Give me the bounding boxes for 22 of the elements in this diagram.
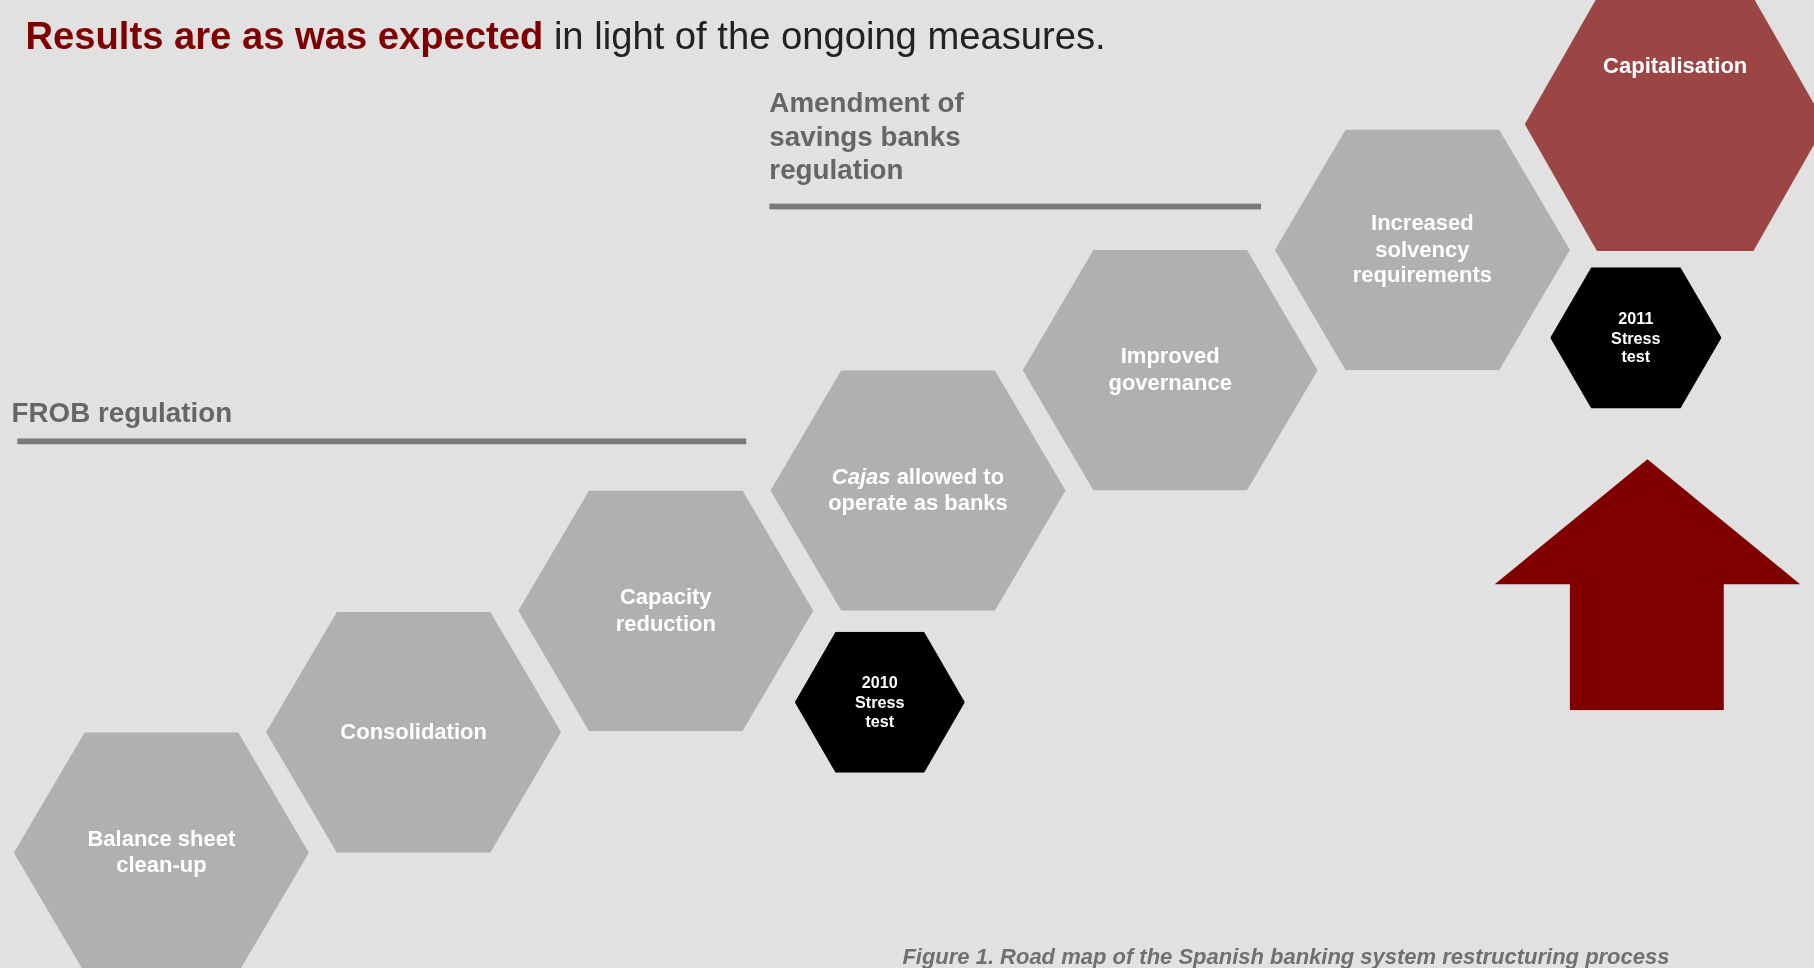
step-text: Cajas allowed to operate as banks: [827, 464, 1009, 517]
step-text: 2010 Stress test: [854, 673, 906, 732]
phase-label: Amendment of savings banks regulation: [769, 86, 965, 187]
hexagon-step: [266, 612, 562, 853]
step-text: Consolidation: [339, 719, 488, 746]
hexagon-step: [770, 370, 1066, 611]
hexagon-step: [1274, 129, 1570, 371]
phase-label: FROB regulation: [11, 396, 234, 431]
step-text: Capacity reduction: [614, 584, 717, 638]
hexagon-step: [1022, 249, 1318, 491]
hexagon-step: [1550, 267, 1722, 409]
hexagon-step: [518, 490, 814, 732]
step-text: 2011 Stress test: [1610, 308, 1662, 367]
figure-caption: Figure 1. Road map of the Spanish banking system restructuring process: [902, 944, 1670, 968]
step-text: Balance sheet clean-up: [86, 826, 237, 879]
step-text: Increased solvency requirements: [1351, 210, 1494, 290]
hexagon-step: [794, 631, 965, 773]
heading-text: Results are as was expected in light of the ongoing measures.: [25, 13, 1107, 58]
step-text: Capitalisation: [1602, 53, 1749, 80]
hexagon-step: [13, 732, 309, 968]
hexagon-step: [1524, 0, 1814, 252]
step-text: Improved governance: [1107, 343, 1233, 397]
